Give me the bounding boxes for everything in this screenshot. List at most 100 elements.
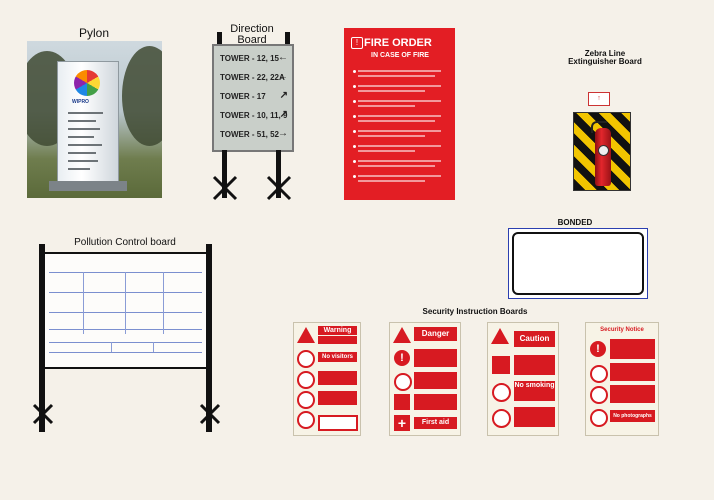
danger-row4 [414,394,457,410]
direction-board-anchor-icon [212,175,238,201]
warning-row3 [318,371,357,385]
fire-order-bullet [353,175,356,178]
grid-line [49,352,202,353]
caution-mid: No smoking [514,381,555,401]
direction-arrow-icon: ↗ [279,109,288,120]
fire-order-text-line [358,75,435,77]
pylon-text-line [68,144,102,146]
direction-board-top-post [285,32,290,46]
no-camera-icon [590,409,608,427]
fire-order-text-line [358,180,425,182]
fire-order-text-line [358,105,415,107]
fire-order-text-line [358,120,435,122]
direction-row-text: TOWER - 10, 11, 9 [220,111,288,120]
grid-line [83,272,84,334]
security-sign-danger: Danger ! + First aid [389,322,461,436]
warning-header: Warning [318,326,357,335]
danger-header: Danger [414,327,457,341]
grid-line [111,342,112,352]
security-boards-label: Security Instruction Boards [422,307,528,316]
pylon-logo-icon [74,70,100,96]
fire-order-title: FIRE ORDER [364,37,432,49]
pylon-label: Pylon [78,26,110,40]
grid-line [49,342,202,343]
direction-board-anchor-icon [266,175,292,201]
exit-sign-icon: ↑ [588,92,610,106]
bonded-sign [508,228,648,299]
first-aid-icon: + [394,415,410,431]
prohibition-icon [590,386,608,404]
prohibition-icon [297,371,315,389]
pylon-text-line [68,120,96,122]
fire-order-text-line [358,135,425,137]
warning-key-icon [318,415,358,431]
direction-board-leg [276,150,281,198]
direction-row-text: TOWER - 51, 52 [220,130,279,139]
fire-order-text-line [358,150,415,152]
bonded-sign-inner [512,232,644,295]
fire-order-text-line [358,130,441,132]
fire-order-text-line [358,70,441,72]
no-smoking-icon [492,383,511,402]
caution-header: Caution [514,331,555,347]
prohibition-icon [297,411,315,429]
prohibition-icon [297,391,315,409]
caution-triangle-icon [491,328,509,344]
grid-line [153,342,154,352]
prohibition-icon [394,373,412,391]
danger-row2 [414,349,457,367]
pylon-photo: WIPRO [27,41,162,198]
fire-extinguisher-icon [595,128,611,186]
fire-order-bullet [353,85,356,88]
fire-order-text-line [358,165,435,167]
grid-line [163,272,164,334]
direction-board: TOWER - 12, 15←TOWER - 22, 22A←TOWER - 1… [212,44,294,152]
pollution-board-anchor-icon [32,403,54,425]
fire-order-bullet [353,70,356,73]
fire-order-text-line [358,160,441,162]
direction-row-text: TOWER - 17 [220,92,266,101]
fire-order-text-line [358,90,425,92]
fire-order-text-line [358,85,441,87]
fire-order-bullet [353,145,356,148]
pylon-base [49,181,127,191]
bonded-label: BONDED [557,218,593,227]
direction-arrow-icon: ← [278,71,288,82]
warning-row2: No visitors [318,352,357,362]
fire-order-text-line [358,100,441,102]
pylon-brand: WIPRO [72,99,89,105]
fire-order-text-line [358,145,441,147]
fire-order-bullet [353,160,356,163]
extinguisher-board-label: Zebra Line Extinguisher Board [568,49,642,66]
pollution-board-label: Pollution Control board [74,237,176,248]
pylon-text-line [68,136,94,138]
notice-exclamation-icon: ! [590,341,606,357]
direction-arrow-icon: → [278,128,288,139]
direction-arrow-icon: ← [278,52,288,63]
fire-order-bullet [353,100,356,103]
security-sign-caution: Caution No smoking [487,322,559,436]
pylon-text-line [68,160,98,162]
danger-footer: First aid [414,417,457,429]
fire-order-bullet [353,130,356,133]
fire-order-text-line [358,115,441,117]
pollution-board-post-right [206,244,212,432]
no-entry-icon [297,350,315,368]
pylon-text-line [68,168,90,170]
caution-row2 [514,355,555,375]
prohibition-icon [590,365,608,383]
danger-triangle-icon [393,327,411,343]
direction-board-leg [222,150,227,198]
pylon-text-line [68,152,96,154]
prohibition-icon [492,409,511,428]
fire-order-subtitle: IN CASE OF FIRE [371,52,429,59]
fire-order-sign: ! FIRE ORDER IN CASE OF FIRE [344,28,455,200]
security-sign-notice: Security Notice ! No photographs [585,322,659,436]
fire-order-icon: ! [351,37,363,49]
danger-exclamation-icon: ! [394,350,410,366]
caution-row4 [514,407,555,427]
fire-extinguisher-sign-icon [394,394,410,410]
notice-row2 [610,363,655,381]
notice-row1 [610,339,655,359]
direction-board-top-post [217,32,222,46]
